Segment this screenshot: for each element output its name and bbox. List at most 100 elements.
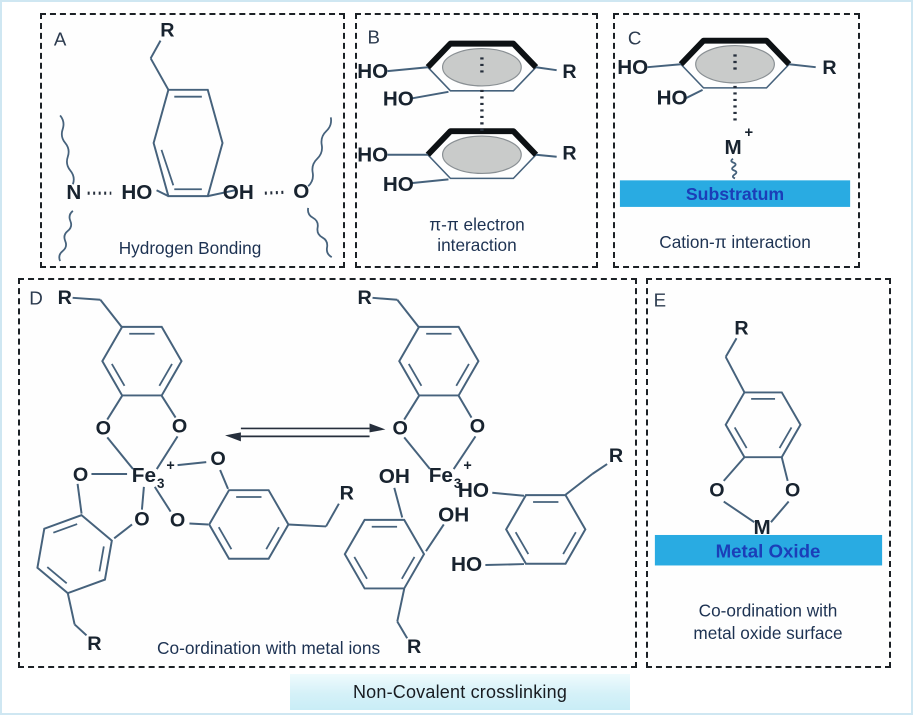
panel-letter-c: C	[628, 28, 642, 49]
atom-m-charge: +	[744, 125, 753, 141]
caption-metal-oxide-line2: metal oxide surface	[693, 623, 842, 643]
bond	[325, 503, 340, 527]
bond	[770, 500, 790, 523]
atom-r-label: R	[609, 445, 623, 467]
ring-outline	[208, 489, 290, 560]
bond	[156, 189, 169, 197]
bond	[514, 531, 530, 555]
bond	[724, 337, 738, 358]
caption-cation-pi: Cation-π interaction	[659, 232, 810, 252]
atom-o-label: O	[96, 417, 111, 439]
bond	[396, 588, 406, 622]
atom-ho-label: HO	[383, 173, 414, 196]
ring-outline	[152, 88, 224, 198]
bond	[98, 546, 105, 572]
bond	[372, 296, 398, 301]
atom-r-label: R	[340, 483, 354, 505]
atom-oh-label: OH	[379, 465, 410, 488]
ring-face	[441, 135, 522, 175]
footer-banner: Non-Covalent crosslinking	[290, 674, 630, 710]
bond	[73, 623, 88, 637]
atom-ho-label: HO	[383, 88, 414, 111]
ring-outline	[724, 391, 802, 459]
caption-metal-ions: Co-ordination with metal ions	[157, 638, 381, 658]
bond	[403, 395, 420, 421]
bond	[46, 566, 68, 584]
atom-ho-label: HO	[617, 56, 648, 79]
bond	[455, 363, 470, 387]
bond	[409, 90, 449, 100]
bond	[219, 469, 229, 490]
bond	[106, 395, 123, 421]
bond	[723, 500, 755, 523]
bond	[265, 526, 280, 550]
bond	[733, 426, 748, 449]
squiggle-bond	[730, 157, 738, 180]
atom-o-label: O	[785, 480, 800, 502]
metal-oxide-label: Metal Oxide	[716, 541, 821, 562]
bond	[457, 395, 473, 419]
atom-o-label: O	[393, 417, 408, 439]
ring-outline	[343, 518, 426, 590]
atom-n-label: N	[66, 181, 81, 204]
footer-label: Non-Covalent crosslinking	[352, 681, 568, 702]
squiggle-bond	[307, 117, 332, 187]
atom-o-label: O	[470, 415, 485, 437]
bond	[410, 178, 449, 185]
ring-outline	[101, 325, 183, 397]
bond	[780, 457, 789, 482]
atom-fe-label: Fe	[132, 464, 156, 487]
bond	[207, 189, 236, 198]
benzene-ring	[724, 391, 802, 459]
bond	[647, 63, 682, 69]
arrowhead	[369, 423, 386, 433]
bond	[684, 88, 703, 100]
atom-o-label: O	[134, 508, 149, 530]
bond	[155, 435, 179, 470]
bond	[140, 486, 145, 510]
atom-r-label: R	[58, 287, 72, 309]
caption-metal-oxide-line1: Co-ordination with	[699, 601, 838, 621]
benzene-ring	[208, 489, 290, 560]
bond	[149, 40, 162, 59]
bond	[403, 436, 431, 470]
bond	[106, 436, 134, 470]
bond	[149, 57, 170, 91]
bond	[353, 556, 368, 580]
atom-ho-label: HO	[458, 479, 489, 502]
squiggle-bond	[307, 207, 333, 258]
bond	[393, 487, 404, 518]
ring-face	[695, 44, 775, 84]
squiggle-bond	[58, 210, 74, 262]
bond	[72, 296, 101, 301]
bond	[158, 363, 173, 387]
panel-letter-b: B	[367, 27, 379, 48]
atom-o-label: O	[170, 509, 185, 531]
atom-o-label: O	[172, 415, 187, 437]
bond	[396, 620, 409, 639]
panel-letter-a: A	[54, 29, 67, 50]
atom-oh-label: OH	[223, 181, 254, 204]
bond	[189, 522, 209, 526]
atom-fe-charge: +	[463, 458, 471, 474]
atom-r-label: R	[160, 20, 174, 42]
bond	[724, 356, 746, 393]
atom-r-label: R	[734, 317, 748, 339]
atom-r-label: R	[87, 633, 101, 655]
caption-pi-pi-line2: interaction	[437, 235, 516, 255]
metal-oxide-bar	[654, 534, 883, 566]
bond	[492, 491, 525, 497]
bond	[53, 523, 78, 534]
atom-o-label: O	[293, 180, 309, 203]
benzene-ring	[343, 518, 426, 590]
bond	[177, 461, 207, 467]
atom-fe-subscript: 3	[157, 476, 164, 491]
atom-r-label: R	[562, 61, 576, 83]
atom-ho-label: HO	[121, 181, 152, 204]
ring-bold-edge	[678, 37, 792, 67]
